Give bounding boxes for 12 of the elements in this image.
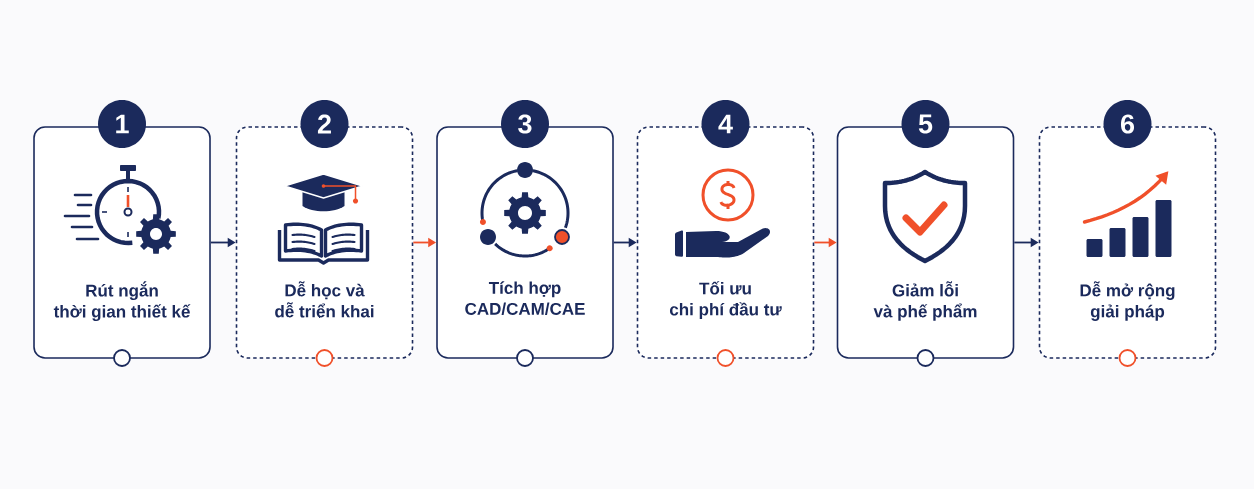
- number-badge: 3: [501, 100, 549, 148]
- card-caption: Rút ngắn thời gian thiết kế: [53, 281, 191, 322]
- card-caption: Dễ mở rộng giải pháp: [1080, 281, 1175, 321]
- number-badge: 2: [300, 100, 349, 148]
- card-caption: Tích hợp CAD/CAM/CAE: [465, 281, 585, 316]
- number-badge: 4: [701, 100, 750, 148]
- card-caption: Giảm lỗi và phế phẩm: [873, 281, 977, 321]
- card-caption: Dễ học và dễ triển khai: [275, 281, 374, 318]
- card-caption: Tối ưu chi phí đầu tư: [669, 281, 782, 319]
- number-badge: 1: [98, 100, 146, 148]
- number-badge: 6: [1103, 100, 1152, 148]
- number-badge: 5: [901, 100, 950, 148]
